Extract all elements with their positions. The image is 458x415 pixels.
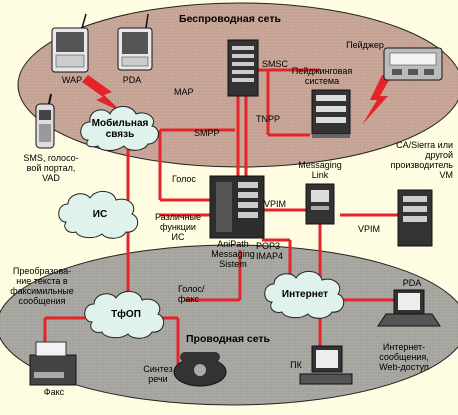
- pda-bottom-label: PDA: [402, 278, 422, 288]
- wireless-bolt-left: [82, 75, 122, 112]
- cloud-is-label: ИС: [92, 209, 108, 220]
- link-smsc-label: SMSC: [262, 59, 289, 69]
- pda-top-label: PDA: [122, 75, 142, 85]
- cloud-mobile: [80, 106, 159, 151]
- wired-region: [0, 244, 458, 406]
- vm-other-label: CA/Sierra или другой производитель VM: [390, 140, 453, 180]
- wap-label: WAP: [61, 75, 83, 85]
- link-smpp-label: SMPP: [194, 128, 220, 138]
- link-vpim-left-label: VPIM: [264, 199, 287, 209]
- fax-machine-icon: [29, 341, 77, 386]
- paging-system-label: Пейджинговая система: [291, 66, 353, 86]
- pc-icon: [299, 345, 353, 385]
- cloud-internet-label: Интернет: [281, 289, 329, 300]
- pager-icon: [383, 47, 443, 81]
- link-various-functions-label: Различные функции ИС: [154, 212, 202, 242]
- speech-synth-label: Синтез речи: [143, 364, 173, 384]
- link-pop3-imap4-label: POP3 IMAP4: [256, 241, 284, 261]
- anipath-server-icon: [209, 175, 265, 239]
- internet-messages-label: Интернет- сообщения, Web-доступ: [379, 342, 429, 372]
- fax-label: Факс: [43, 387, 65, 397]
- vm-server-icon: [397, 189, 433, 247]
- link-voice-label: Голос: [172, 174, 196, 184]
- cloud-tfop: [84, 291, 165, 339]
- wired-region-title: Проводная сеть: [186, 333, 270, 345]
- telephone-icon: [173, 352, 227, 387]
- cloud-tfop-label: ТфОП: [111, 309, 141, 320]
- link-voice-fax-label: Голос/ факс: [178, 284, 205, 304]
- cell-phone-icon: [35, 93, 55, 149]
- link-map-label: MAP: [174, 87, 194, 97]
- pager-label: Пейджер: [346, 40, 384, 50]
- sms-portal-label: SMS, голосо- вой портал, VAD: [23, 153, 79, 183]
- link-tnpp-label: TNPP: [256, 114, 281, 124]
- text-to-fax-label: Преобразова- ние текста в факсимильные с…: [10, 266, 74, 306]
- smsc-server-icon: [227, 39, 259, 97]
- pda-top-icon: [117, 13, 153, 71]
- wap-phone-icon: [51, 13, 89, 73]
- cloud-mobile-label: Мобильная связь: [91, 118, 149, 140]
- wireless-region-title: Беспроводная сеть: [179, 13, 281, 25]
- wireless-bolt-right: [362, 75, 392, 125]
- laptop-icon: [377, 289, 441, 327]
- cloud-is: [58, 191, 139, 239]
- cloud-internet: [264, 271, 345, 319]
- link-vpim-right-label: VPIM: [358, 224, 381, 234]
- messaging-link-label: Messaging Link: [298, 160, 342, 180]
- messaging-link-server-icon: [305, 183, 335, 225]
- anipath-label: AniPath Messaging Sistem: [211, 239, 255, 269]
- pc-label: ПК: [290, 360, 302, 370]
- paging-server-icon: [311, 89, 351, 138]
